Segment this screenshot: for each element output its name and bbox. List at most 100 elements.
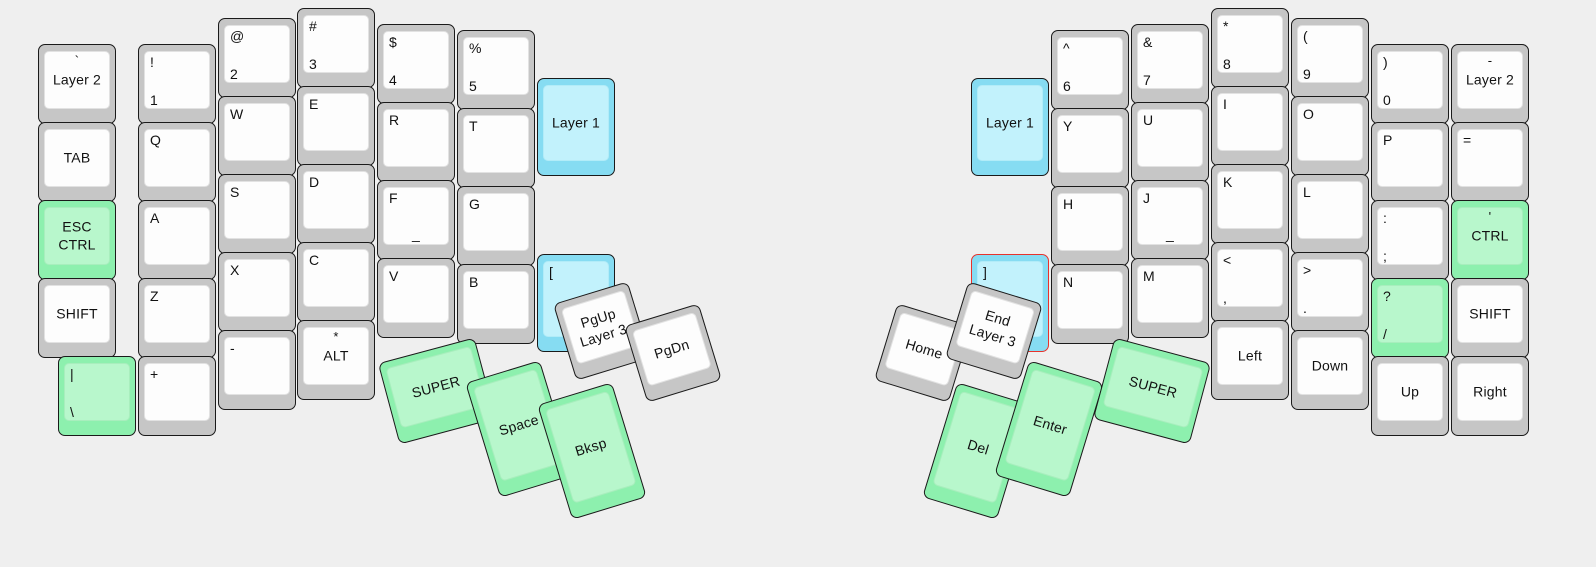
key-r[interactable]: R — [377, 102, 455, 182]
key-layer-1[interactable]: Layer 1 — [537, 78, 615, 176]
key-j[interactable]: J_ — [1131, 180, 1209, 260]
key-legend: # — [309, 18, 317, 34]
key-layer-2[interactable]: `Layer 2 — [38, 44, 116, 124]
key-up[interactable]: Up — [1371, 356, 1449, 436]
key-legend: Y — [1063, 118, 1073, 134]
key-legend: T — [469, 118, 478, 134]
key-legend: $ — [389, 34, 397, 50]
key-v[interactable]: V — [377, 258, 455, 338]
keycap: C — [303, 249, 369, 307]
keycap: Layer 1 — [543, 85, 609, 161]
key-q[interactable]: Q — [138, 122, 216, 202]
homing-bump-marker: _ — [412, 226, 420, 243]
key-3[interactable]: #3 — [297, 8, 375, 88]
key-legend: Left — [1237, 347, 1263, 364]
key-0[interactable]: )0 — [1371, 44, 1449, 124]
keycap: Left — [1217, 327, 1283, 385]
key-tab[interactable]: TAB — [38, 122, 116, 202]
key-[interactable]: |\ — [58, 356, 136, 436]
key-legend: ; — [1383, 248, 1388, 264]
key-legend: Up — [1400, 383, 1420, 400]
key-legend: X — [230, 262, 240, 278]
key-shift[interactable]: SHIFT — [38, 278, 116, 358]
key-bksp[interactable]: Bksp — [537, 382, 647, 520]
key-legend: M — [1143, 268, 1155, 284]
keycap: $4 — [383, 31, 449, 89]
key-down[interactable]: Down — [1291, 330, 1369, 410]
key-7[interactable]: &7 — [1131, 24, 1209, 104]
key-m[interactable]: M — [1131, 258, 1209, 338]
key-k[interactable]: K — [1211, 164, 1289, 244]
keycap: Down — [1297, 337, 1363, 395]
key-p[interactable]: P — [1371, 122, 1449, 202]
key-t[interactable]: T — [457, 108, 535, 188]
key-legend: Right — [1473, 383, 1507, 400]
keycap: U — [1137, 109, 1203, 167]
keycap: I — [1217, 93, 1283, 151]
keycap: Q — [144, 129, 210, 187]
key-6[interactable]: ^6 — [1051, 30, 1129, 110]
key-y[interactable]: Y — [1051, 108, 1129, 188]
keycap: `Layer 2 — [44, 51, 110, 109]
key-legend: CTRL — [1471, 227, 1509, 244]
key-h[interactable]: H — [1051, 186, 1129, 266]
key-e[interactable]: E — [297, 86, 375, 166]
key-2[interactable]: @2 — [218, 18, 296, 98]
key-legend: G — [469, 196, 481, 212]
key-left[interactable]: Left — [1211, 320, 1289, 400]
key-n[interactable]: N — [1051, 264, 1129, 344]
key-alt[interactable]: *ALT — [297, 320, 375, 400]
key-legend: - — [1487, 53, 1493, 68]
key-x[interactable]: X — [218, 252, 296, 332]
key-shift[interactable]: SHIFT — [1451, 278, 1529, 358]
key-4[interactable]: $4 — [377, 24, 455, 104]
key-b[interactable]: B — [457, 264, 535, 344]
key-5[interactable]: %5 — [457, 30, 535, 110]
key-legend: ^ — [1063, 40, 1070, 56]
key-[interactable]: :; — [1371, 200, 1449, 280]
key-legend: ] — [983, 264, 988, 280]
key-[interactable]: - — [218, 330, 296, 410]
key-a[interactable]: A — [138, 200, 216, 280]
keycap: - — [224, 337, 290, 395]
key-w[interactable]: W — [218, 96, 296, 176]
key-layer-1[interactable]: Layer 1 — [971, 78, 1049, 176]
key-o[interactable]: O — [1291, 96, 1369, 176]
key-s[interactable]: S — [218, 174, 296, 254]
key-legend: % — [469, 40, 482, 56]
key-i[interactable]: I — [1211, 86, 1289, 166]
key-9[interactable]: (9 — [1291, 18, 1369, 98]
key-l[interactable]: L — [1291, 174, 1369, 254]
keycap: X — [224, 259, 290, 317]
key-right[interactable]: Right — [1451, 356, 1529, 436]
key-z[interactable]: Z — [138, 278, 216, 358]
key-d[interactable]: D — [297, 164, 375, 244]
key-super[interactable]: SUPER — [1092, 337, 1212, 445]
keycap: 'CTRL — [1457, 207, 1523, 265]
key-legend: @ — [230, 28, 245, 44]
key-1[interactable]: !1 — [138, 44, 216, 124]
keycap: *8 — [1217, 15, 1283, 73]
key-legend: ? — [1383, 288, 1391, 304]
key-ctrl[interactable]: 'CTRL — [1451, 200, 1529, 280]
key-layer-2[interactable]: -Layer 2 — [1451, 44, 1529, 124]
key-legend: L — [1303, 184, 1311, 200]
key-f[interactable]: F_ — [377, 180, 455, 260]
key-[interactable]: = — [1451, 122, 1529, 202]
key-enter[interactable]: Enter — [994, 360, 1104, 498]
key-8[interactable]: *8 — [1211, 8, 1289, 88]
key-legend: - — [230, 340, 235, 356]
keycap: PgDn — [631, 311, 712, 387]
key-[interactable]: + — [138, 356, 216, 436]
key-c[interactable]: C — [297, 242, 375, 322]
key-legend: R — [389, 112, 400, 128]
key-[interactable]: >. — [1291, 252, 1369, 332]
key-[interactable]: <, — [1211, 242, 1289, 322]
key-g[interactable]: G — [457, 186, 535, 266]
key-u[interactable]: U — [1131, 102, 1209, 182]
key-[interactable]: ?/ — [1371, 278, 1449, 358]
keycap: G — [463, 193, 529, 251]
